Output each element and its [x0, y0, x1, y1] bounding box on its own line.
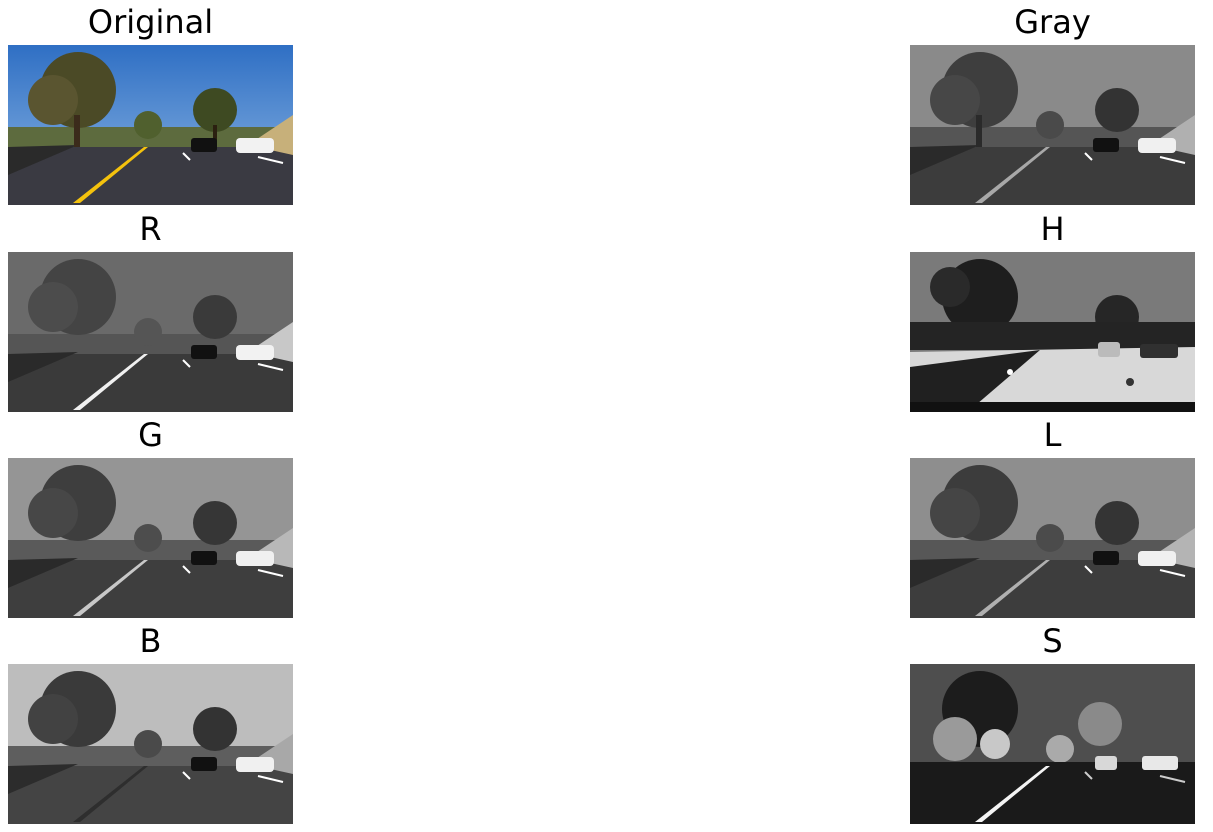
h-channel-image	[910, 252, 1195, 412]
panel-title-h: H	[1040, 210, 1065, 248]
panel-title-s: S	[1042, 622, 1063, 660]
panel-title-original: Original	[87, 3, 214, 41]
s-channel-image	[910, 664, 1195, 824]
gray-road-image	[910, 45, 1195, 205]
g-channel-image	[8, 458, 293, 618]
panel-title-b: B	[139, 622, 162, 660]
panel-title-r: R	[139, 210, 162, 248]
l-channel-image	[910, 458, 1195, 618]
r-channel-image	[8, 252, 293, 412]
original-road-image	[8, 45, 293, 205]
panel-title-gray: Gray	[1014, 3, 1091, 41]
b-channel-image	[8, 664, 293, 824]
panel-title-l: L	[1043, 416, 1062, 454]
panel-title-g: G	[138, 416, 163, 454]
